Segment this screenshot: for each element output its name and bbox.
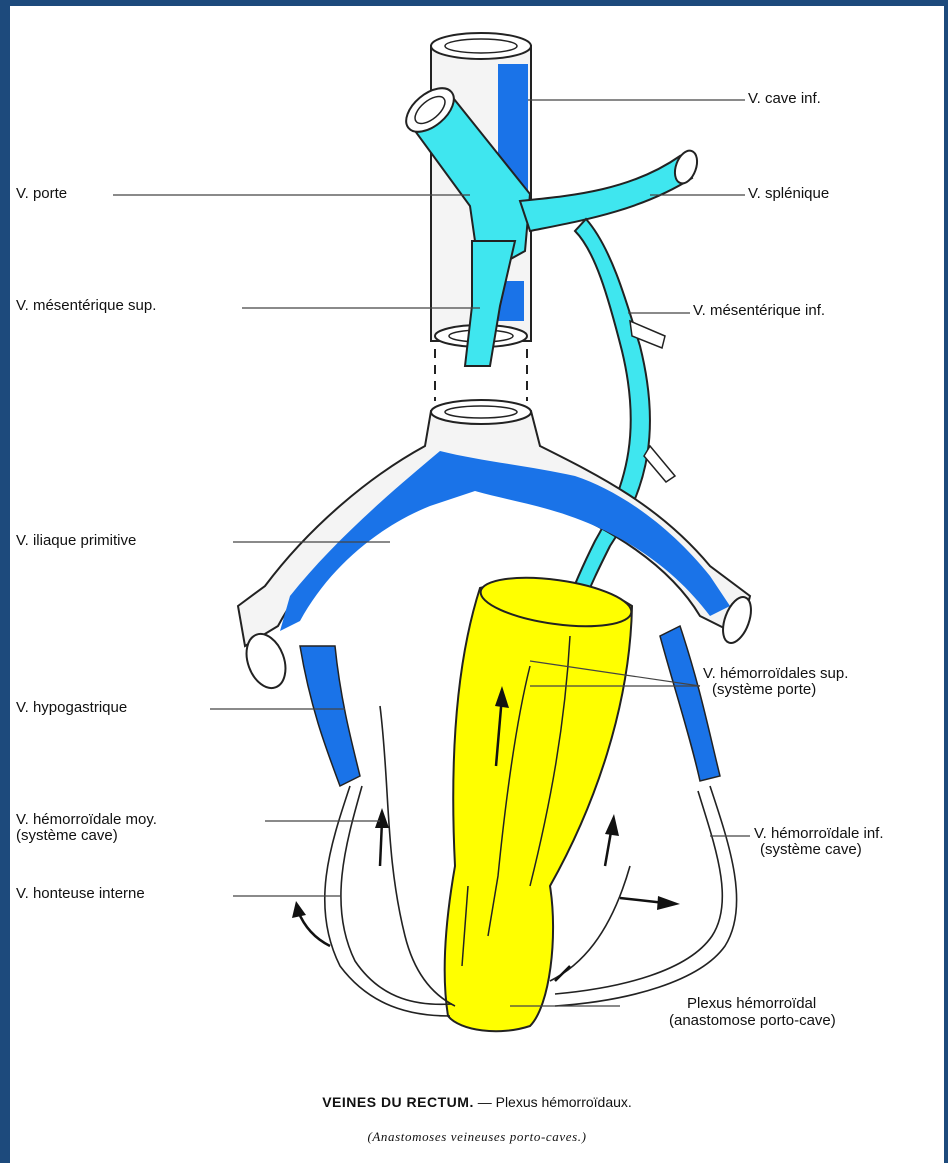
label-v-porte: V. porte — [16, 186, 67, 202]
label-v-mesenterique-inf: V. mésentérique inf. — [693, 303, 825, 319]
caption-title: VEINES DU RECTUM. — [322, 1094, 474, 1110]
label-v-hemorroidales-sup-sub: (système porte) — [712, 682, 816, 698]
label-v-cave-inf: V. cave inf. — [748, 91, 821, 107]
label-v-hemorroidale-moy-sub: (système cave) — [16, 828, 118, 844]
figure-caption: VEINES DU RECTUM. — Plexus hémorroïdaux. — [10, 1094, 944, 1110]
label-plexus-hemorroidal: Plexus hémorroïdal — [687, 996, 816, 1012]
label-v-hemorroidale-moy: V. hémorroïdale moy. — [16, 812, 157, 828]
rectum — [445, 570, 635, 1032]
label-plexus-hemorroidal-sub: (anastomose porto-cave) — [669, 1013, 836, 1029]
caption-subtitle: Plexus hémorroïdaux. — [496, 1094, 632, 1110]
label-v-hypogastrique: V. hypogastrique — [16, 700, 127, 716]
label-v-iliaque-primitive: V. iliaque primitive — [16, 533, 136, 549]
label-v-splenique: V. splénique — [748, 186, 829, 202]
caption-separator: — — [474, 1094, 496, 1110]
anatomical-illustration — [10, 6, 944, 1163]
label-v-hemorroidale-inf-sub: (système cave) — [760, 842, 862, 858]
label-v-mesenterique-sup: V. mésentérique sup. — [16, 298, 156, 314]
label-v-hemorroidales-sup: V. hémorroïdales sup. — [703, 666, 848, 682]
caption-note: (Anastomoses veineuses porto-caves.) — [10, 1129, 944, 1145]
label-v-honteuse-interne: V. honteuse interne — [16, 886, 145, 902]
label-v-hemorroidale-inf: V. hémorroïdale inf. — [754, 826, 884, 842]
diagram-frame: V. cave inf. V. porte V. splénique V. mé… — [10, 6, 944, 1163]
